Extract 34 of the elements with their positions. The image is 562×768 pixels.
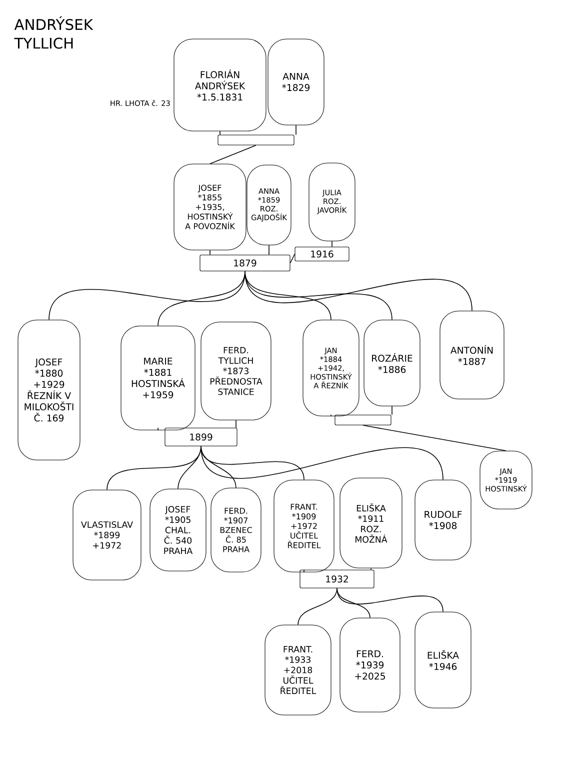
connector-line: [290, 254, 296, 264]
person-box: ELIŠKA *1946: [414, 612, 472, 708]
marriage-bar: [334, 414, 392, 426]
person-box: FERD. *1907 BZENEC Č. 85 PRAHA: [210, 488, 262, 572]
connector-line: [336, 588, 444, 612]
marriage-bar: 1916: [294, 246, 350, 262]
marriage-bar: 1932: [300, 570, 374, 588]
person-box: FERD. *1939 +2025: [340, 618, 400, 712]
person-box: FERD. TYLLICH *1873 PŘEDNOSTA STANICE: [200, 322, 272, 420]
person-box: FLORIÁN ANDRÝSEK *1.5.1831: [174, 38, 266, 132]
person-box: JOSEF *1905 CHAL. Č. 540 PRAHA: [150, 488, 206, 572]
person-box: JOSEF *1855 +1935, HOSTINSKÝ A POVOZNÍK: [174, 164, 246, 250]
connector-line: [330, 414, 332, 417]
person-box: RUDOLF *1908: [414, 480, 472, 560]
marriage-bar: [218, 134, 294, 146]
person-box: ANNA *1829: [268, 38, 324, 126]
person-box: MARIE *1881 HOSTINSKÁ +1959: [120, 326, 196, 430]
marriage-bar: 1879: [200, 254, 290, 272]
person-box: ANTONÍN *1887: [440, 310, 504, 400]
connector-line: [298, 588, 338, 626]
connector-line: [210, 144, 256, 164]
connector-line: [370, 568, 372, 570]
person-box: FRANT. *1909 +1972 UČITEL ŘEDITEL: [274, 480, 334, 572]
person-box: VLASTISLAV *1899 +1972: [72, 490, 142, 580]
person-box: FRANT. *1933 +2018 UČITEL ŘEDITEL: [264, 624, 332, 716]
connector-line: [268, 244, 270, 256]
connector-line: [244, 270, 472, 312]
connector-line: [362, 424, 506, 452]
person-box: JOSEF *1880 +1929 ŘEZNÍK V MILOKOŠTI Č. 169: [18, 320, 80, 460]
connector-line: [200, 446, 444, 480]
person-box: ELIŠKA *1911 ROZ. MOŽNÁ: [340, 478, 402, 568]
marriage-bar: 1899: [164, 428, 238, 446]
title: ANDRÝSEK TYLLICH: [14, 16, 94, 49]
person-box: ROZÁRIE *1886: [364, 320, 420, 406]
